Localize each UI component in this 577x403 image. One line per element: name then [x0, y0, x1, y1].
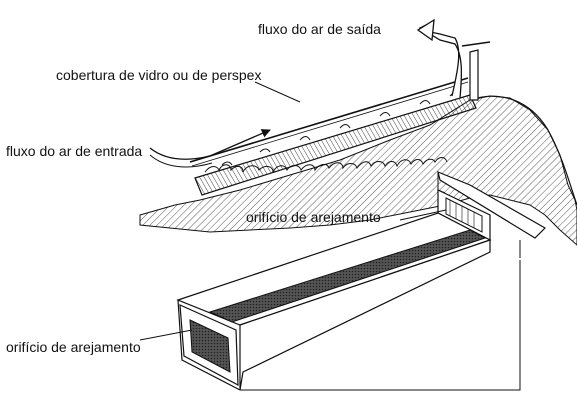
hill-outline — [469, 95, 577, 206]
label-vent-upper: orifício de arejamento — [246, 209, 381, 225]
outflow-arrowhead — [416, 18, 435, 42]
trough-bottom-edge — [177, 299, 241, 391]
inflow-arrow-outline — [149, 154, 213, 168]
label-outflow: fluxo do ar de saída — [258, 21, 381, 37]
label-inflow: fluxo do ar de entrada — [6, 143, 142, 159]
outlet-chimney — [469, 49, 479, 101]
inflow-arrow — [149, 129, 271, 160]
outlet-cap — [461, 41, 491, 47]
upper-vent-mesh — [445, 197, 483, 233]
glass-cover — [189, 77, 469, 163]
inclined-collector — [139, 18, 577, 246]
trough-dryer — [139, 170, 546, 391]
vent-lower-leader — [139, 329, 193, 341]
drying-produce — [204, 92, 461, 173]
label-vent-lower: orifício de arejamento — [6, 339, 141, 355]
vent-upper-leader — [399, 209, 447, 221]
lower-vent-mesh — [189, 319, 231, 373]
glass-cover-inner — [191, 81, 469, 167]
cover-leader — [254, 81, 301, 103]
collector-base — [194, 94, 477, 196]
trough-roof — [437, 170, 546, 239]
label-cover: cobertura de vidro ou de perspex — [56, 67, 261, 83]
dimension-lines — [240, 240, 521, 391]
trough-mesh-floor — [208, 229, 487, 323]
hillside-ground — [139, 95, 577, 246]
trough-front-wall — [239, 239, 491, 391]
